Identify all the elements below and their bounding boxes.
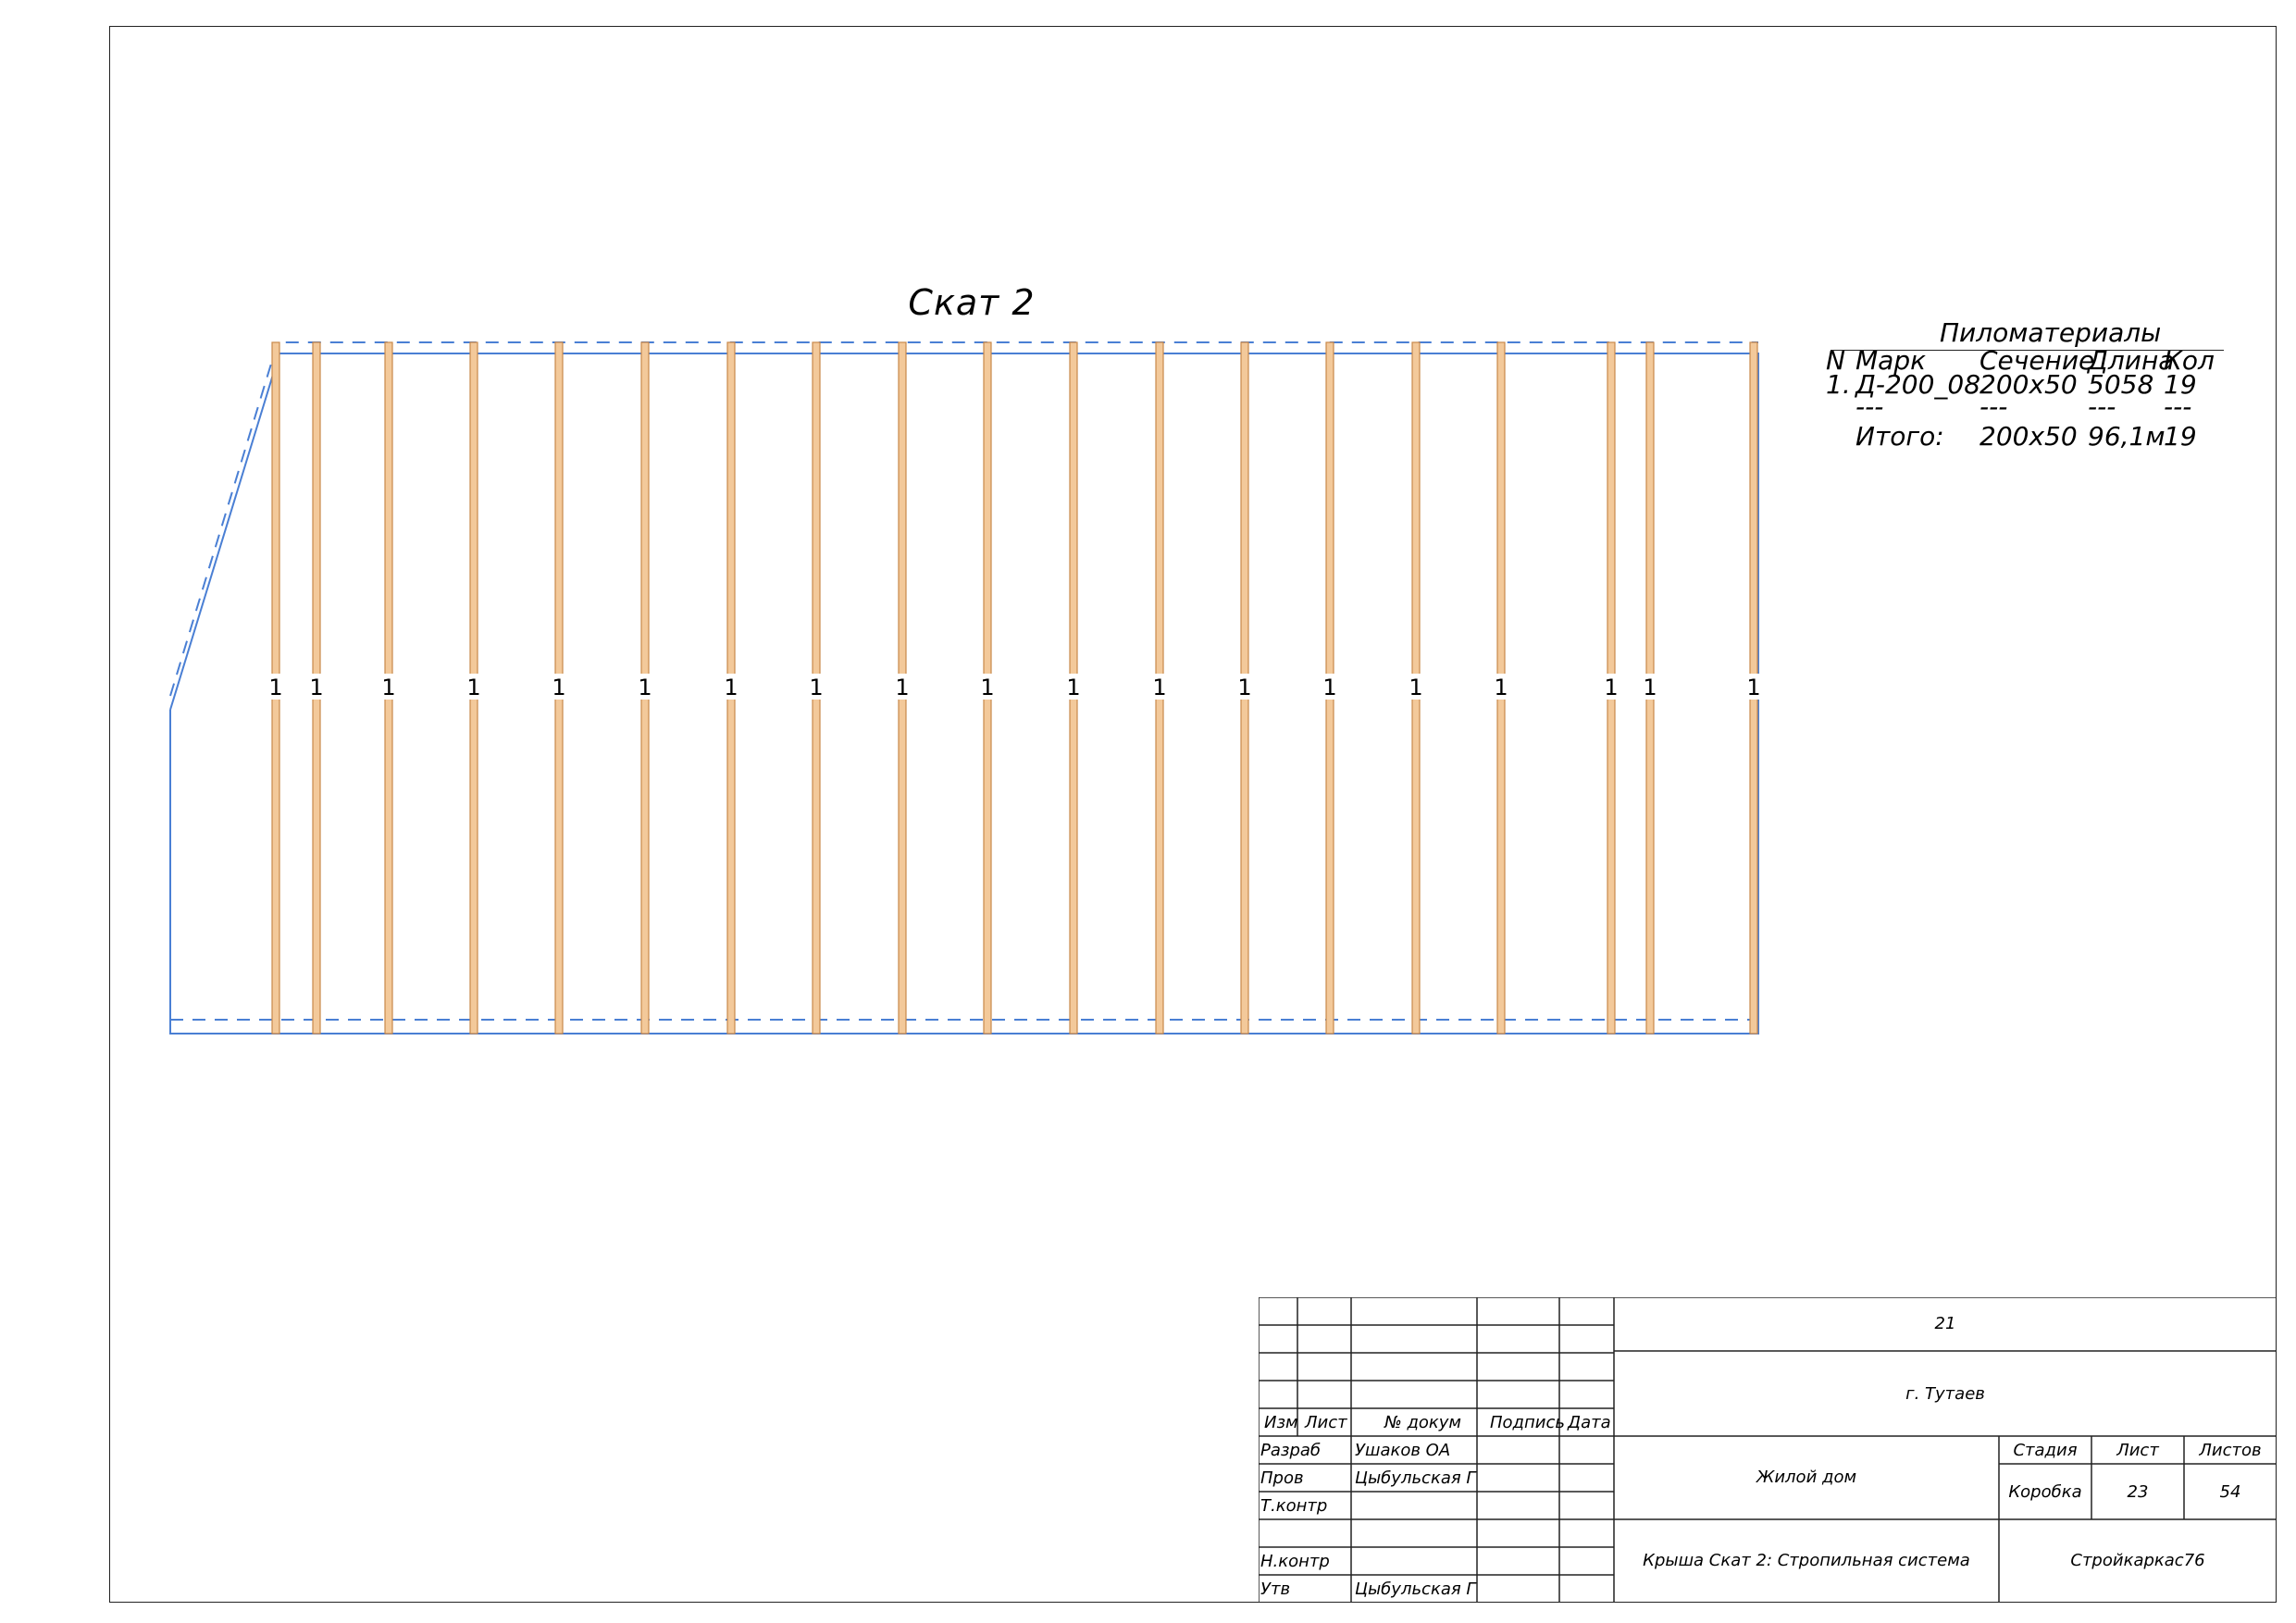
sheet-label: Лист — [2116, 1441, 2159, 1460]
header-doc: № докум — [1384, 1413, 1462, 1432]
rafter-mark-label: 1 — [1604, 675, 1618, 700]
role-tcontrol: Т.контр — [1260, 1496, 1328, 1516]
sheet-value: 23 — [2127, 1482, 2149, 1502]
lumber-table-title: Пиломатериалы — [1940, 317, 2162, 348]
name-checker: Цыбульская Г — [1355, 1468, 1476, 1488]
header-izm: Изм — [1264, 1413, 1298, 1432]
row-qty: 19 — [2164, 369, 2197, 400]
slope-outline — [169, 353, 1759, 1035]
total-label: Итого: — [1855, 421, 1944, 452]
rafter-mark-bg — [1605, 674, 1618, 700]
name-approver: Цыбульская Г — [1355, 1580, 1476, 1599]
rafter-mark-bg — [1644, 674, 1657, 700]
rafter-mark-label: 1 — [1066, 675, 1080, 700]
project-code: 21 — [1934, 1314, 1956, 1333]
stage-label: Стадия — [2013, 1441, 2078, 1460]
total-qty: 19 — [2164, 421, 2197, 452]
rafter-mark-label: 1 — [466, 675, 480, 700]
rafter-mark-label: 1 — [1152, 675, 1166, 700]
city: г. Тутаев — [1905, 1384, 1985, 1404]
object-name: Жилой дом — [1756, 1468, 1857, 1487]
rafter-mark-bg — [1409, 674, 1422, 700]
sheet-title: Крыша Скат 2: Стропильная система — [1643, 1551, 1970, 1570]
rafter-mark-label: 1 — [552, 675, 565, 700]
rafter-mark-bg — [1153, 674, 1166, 700]
header-section: Сечение — [1980, 345, 2095, 376]
total-section: 200x50 — [1980, 421, 2078, 452]
row-section: 200x50 — [1980, 369, 2078, 400]
rafter-mark-label: 1 — [724, 675, 738, 700]
rafter-mark-bg — [810, 674, 823, 700]
header-date: Дата — [1568, 1413, 1611, 1432]
rafter-mark-label: 1 — [1643, 675, 1657, 700]
company: Стройкаркас76 — [2070, 1551, 2205, 1570]
rafter-mark-label: 1 — [1322, 675, 1336, 700]
rafter-mark-label: 1 — [1494, 675, 1508, 700]
rafter-mark-bg — [467, 674, 480, 700]
rafter-mark-bg — [310, 674, 323, 700]
header-sign: Подпись — [1490, 1413, 1565, 1432]
lumber-table-rule — [1831, 350, 2224, 351]
header-length: Длина — [2088, 345, 2175, 376]
rafter-mark-label: 1 — [381, 675, 395, 700]
rafter-mark-label: 1 — [1237, 675, 1251, 700]
separator: --- — [2164, 391, 2192, 422]
rafter-mark-bg — [725, 674, 738, 700]
header-mark: Марк — [1855, 345, 1927, 376]
rafter-mark-bg — [1747, 674, 1760, 700]
rafter-mark-bg — [382, 674, 395, 700]
rafter-mark-bg — [639, 674, 652, 700]
rafter-mark-label: 1 — [1746, 675, 1760, 700]
separator: --- — [1855, 391, 1884, 422]
role-ncontrol: Н.контр — [1260, 1552, 1330, 1571]
rafter-mark-bg — [896, 674, 909, 700]
rafter-mark-bg — [552, 674, 565, 700]
rafter-mark-bg — [981, 674, 994, 700]
rafter-mark-label: 1 — [638, 675, 652, 700]
rafter-mark-label: 1 — [1409, 675, 1422, 700]
rafter-mark-label: 1 — [809, 675, 823, 700]
name-developer: Ушаков ОА — [1355, 1441, 1451, 1460]
rafter-mark-bg — [1495, 674, 1508, 700]
sheets-label: Листов — [2199, 1441, 2262, 1460]
rafter-mark-bg — [1323, 674, 1336, 700]
separator: --- — [1980, 391, 2008, 422]
overhang-outline — [169, 341, 1758, 697]
title-block: Изм Лист № докум Подпись Дата Разраб Уша… — [1259, 1297, 2277, 1603]
row-n: 1. — [1826, 369, 1851, 400]
drawing-title: Скат 2 — [908, 282, 1036, 323]
rafter-mark-bg — [269, 674, 282, 700]
rafter-mark-label: 1 — [268, 675, 282, 700]
rafter-mark-label: 1 — [980, 675, 994, 700]
stage-value: Коробка — [2008, 1482, 2082, 1502]
rafter-mark-label: 1 — [895, 675, 909, 700]
rafter-mark-label: 1 — [309, 675, 323, 700]
role-approver: Утв — [1260, 1580, 1291, 1599]
role-checker: Пров — [1260, 1468, 1304, 1488]
title-block-grid — [1259, 1297, 2277, 1603]
total-length: 96,1м — [2088, 421, 2166, 452]
header-list: Лист — [1305, 1413, 1347, 1432]
row-length: 5058 — [2088, 369, 2154, 400]
row-mark: Д-200_08 — [1855, 369, 1981, 400]
role-developer: Разраб — [1260, 1441, 1322, 1460]
sheets-value: 54 — [2219, 1482, 2241, 1502]
rafter-mark-bg — [1238, 674, 1251, 700]
header-n: N — [1826, 345, 1845, 376]
separator: --- — [2088, 391, 2116, 422]
rafter-mark-bg — [1067, 674, 1080, 700]
sheet-frame — [109, 26, 2277, 1603]
header-qty: Кол — [2164, 345, 2215, 376]
